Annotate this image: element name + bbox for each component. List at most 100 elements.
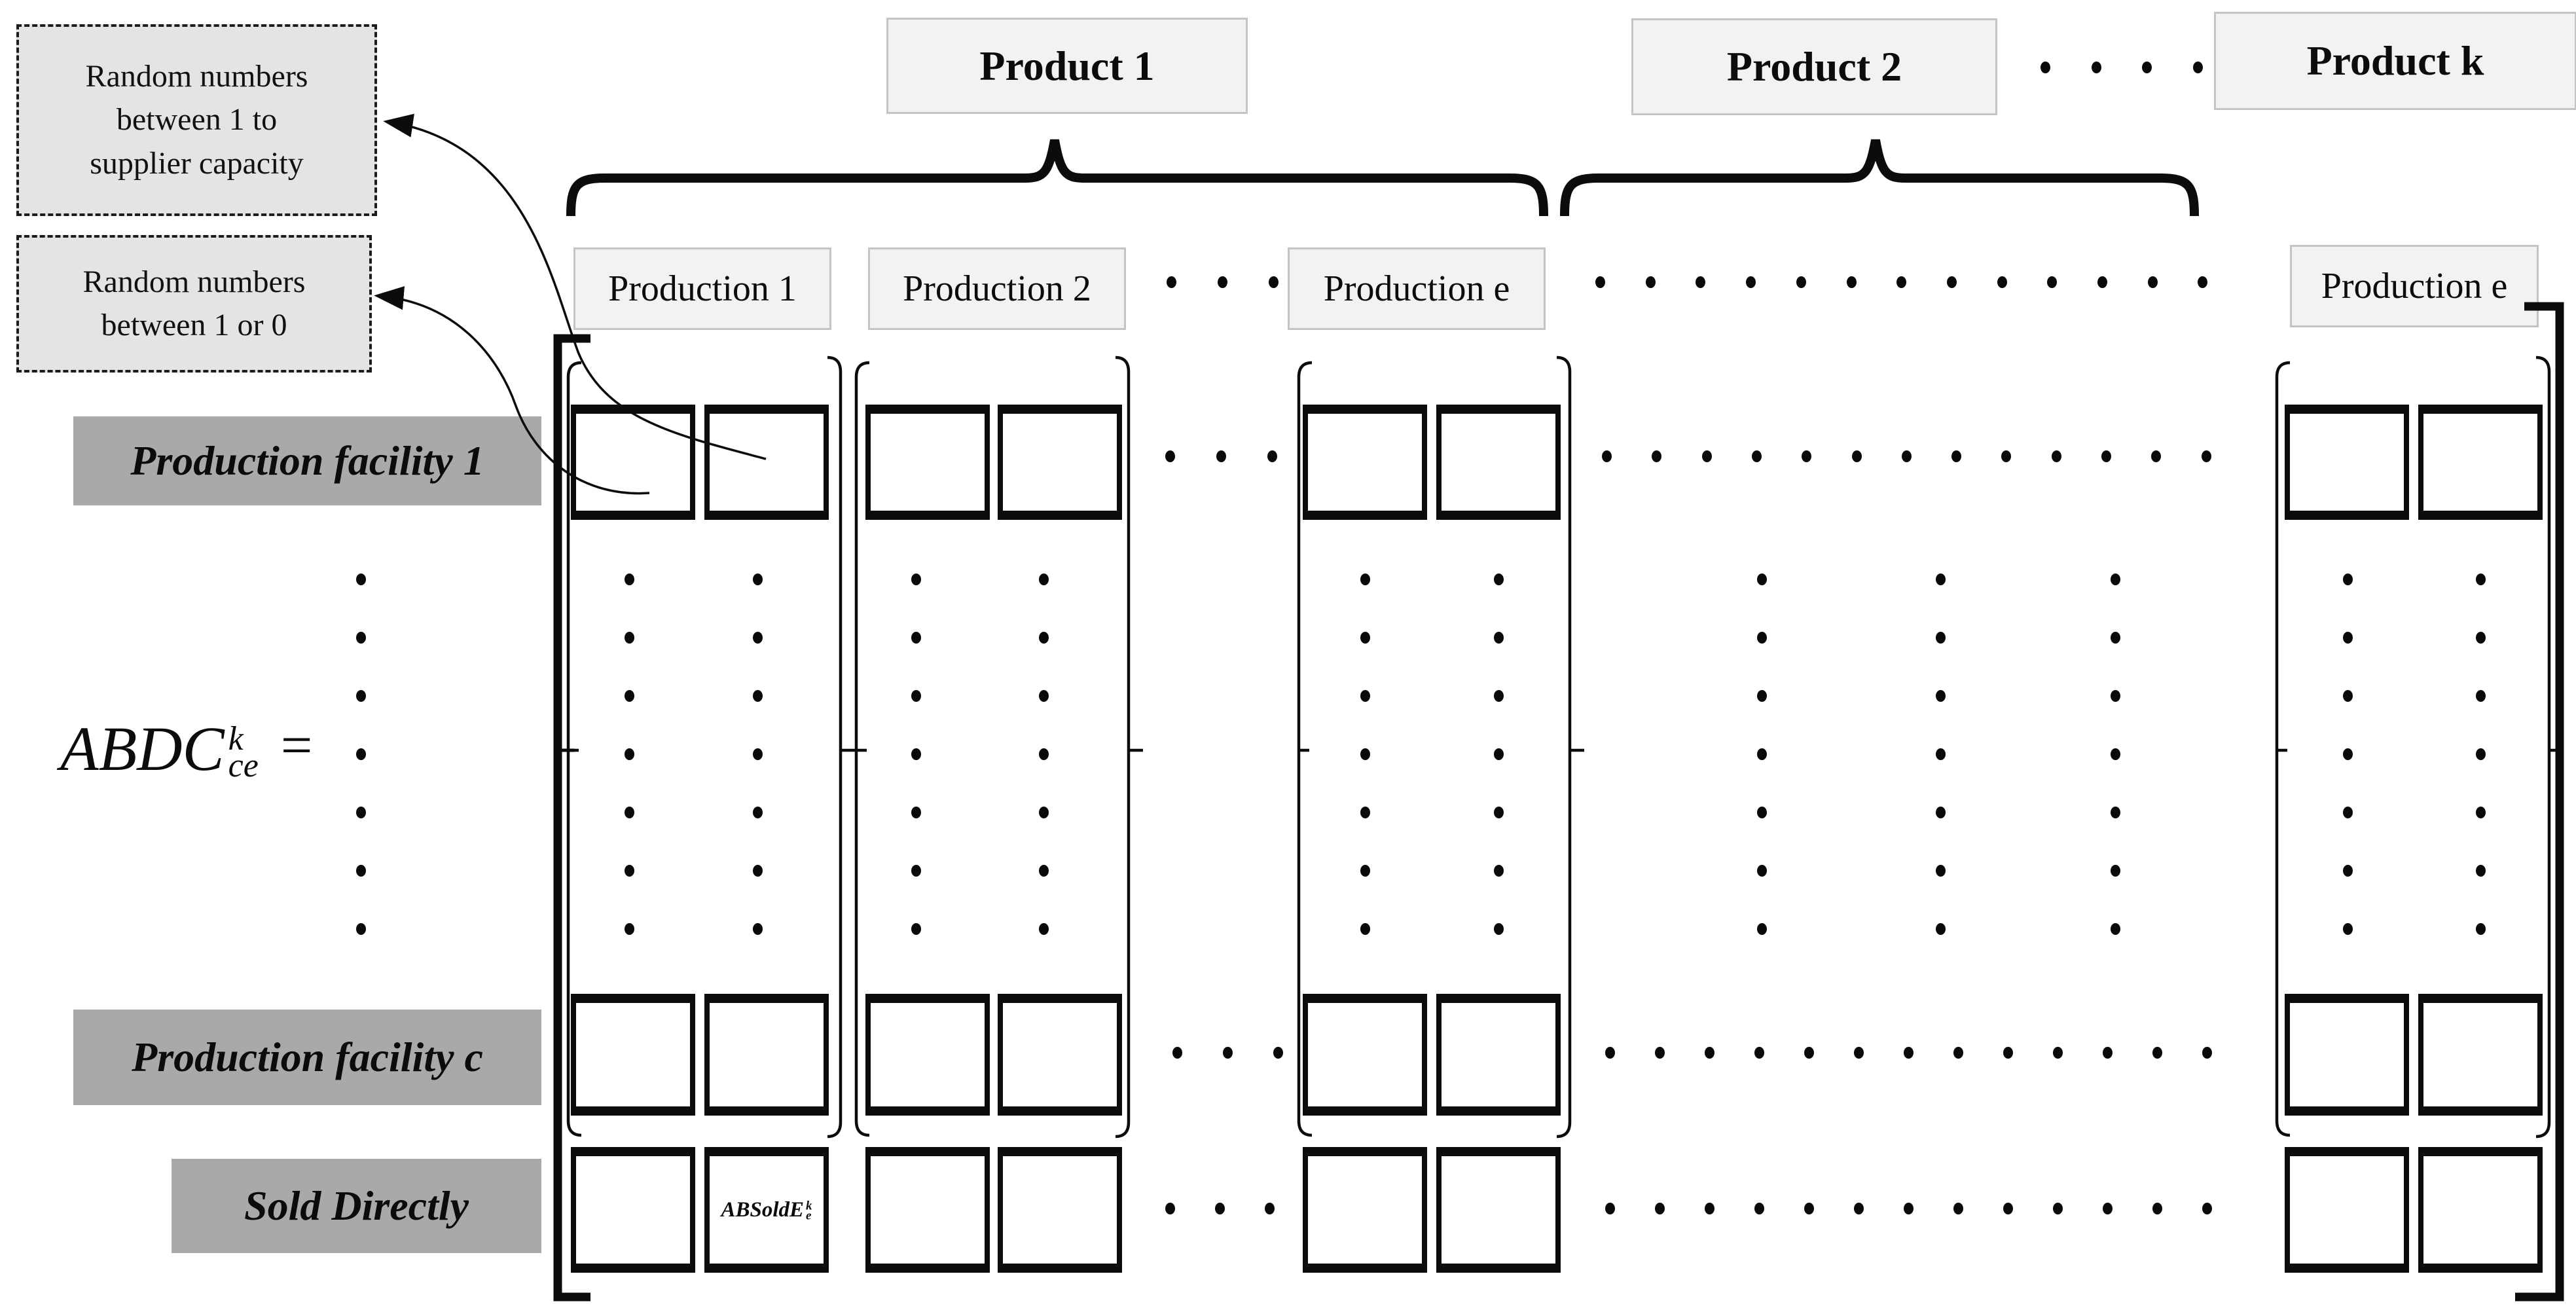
ellipsis-dot — [753, 748, 763, 760]
ellipsis-dot — [2111, 632, 2120, 644]
ellipsis-dot — [2343, 923, 2353, 935]
matrix-cell — [571, 405, 695, 520]
ellipsis-dot — [1655, 1047, 1665, 1059]
ellipsis-dot — [1946, 276, 1957, 288]
ellipsis-dot — [911, 923, 921, 935]
ellipsis-dot — [1360, 923, 1370, 935]
ellipsis-dot — [1851, 450, 1862, 462]
ellipsis-dot — [2343, 574, 2353, 585]
ellipsis-dot — [1494, 748, 1504, 760]
ellipsis-dot — [1757, 632, 1767, 644]
ellipsis-dot — [1039, 865, 1049, 877]
note-line: supplier capacity — [90, 145, 304, 181]
note-line: between 1 or 0 — [101, 308, 287, 342]
matrix-cell — [998, 405, 1122, 520]
matrix-cell — [998, 1147, 1122, 1273]
ellipsis-dot — [2476, 807, 2486, 818]
ellipsis-dot — [2476, 690, 2486, 702]
row-label-text: Sold Directly — [244, 1182, 469, 1229]
matrix-cell — [998, 994, 1122, 1116]
ellipsis-dot — [911, 865, 921, 877]
ellipsis-dot — [1757, 690, 1767, 702]
ellipsis-dot — [2343, 632, 2353, 644]
row-label-text: Production facility 1 — [130, 437, 484, 484]
ellipsis-dot — [1896, 276, 1907, 288]
ellipsis-dot — [625, 748, 634, 760]
ellipsis-dot — [1360, 865, 1370, 877]
ellipsis-dot — [1754, 1203, 1764, 1214]
ellipsis-dot — [1936, 690, 1946, 702]
matrix-cell — [1303, 1147, 1427, 1273]
header-production-e-label: Production e — [1323, 268, 1510, 309]
ellipsis-dot — [753, 574, 763, 585]
header-product-k-label: Product k — [2306, 37, 2484, 84]
ellipsis-dot — [2476, 574, 2486, 585]
ellipsis-dot — [1039, 574, 1049, 585]
matrix-cell — [704, 405, 829, 520]
ellipsis-dot — [2097, 276, 2107, 288]
ellipsis-dot — [1796, 276, 1806, 288]
ellipsis-dot — [2047, 276, 2058, 288]
note-line: between 1 to — [116, 102, 278, 137]
ellipsis-dot — [2051, 450, 2061, 462]
ellipsis-dot — [1494, 865, 1504, 877]
absold-subscript: e — [806, 1209, 812, 1223]
ellipsis-dot — [1167, 276, 1176, 288]
note-line: Random numbers — [85, 59, 308, 94]
ellipsis-dot — [2152, 1203, 2162, 1214]
matrix-cell — [1303, 994, 1427, 1116]
ellipsis-dot — [356, 632, 366, 644]
ellipsis-dot — [2003, 1203, 2013, 1214]
ellipsis-dot — [911, 690, 921, 702]
row-label-sold-directly: Sold Directly — [172, 1159, 541, 1253]
ellipsis-dot — [1652, 450, 1662, 462]
ellipsis-dot — [625, 632, 634, 644]
ellipsis-dot — [1360, 690, 1370, 702]
ellipsis-dot — [1936, 865, 1946, 877]
ellipsis-dot — [1757, 865, 1767, 877]
ellipsis-dot — [2111, 690, 2120, 702]
ellipsis-dot — [1595, 276, 1605, 288]
ellipsis-dot — [2476, 632, 2486, 644]
ellipsis-dot — [2152, 1047, 2162, 1059]
header-production-1: Production 1 — [573, 247, 831, 330]
formula-superscript: k — [228, 720, 244, 757]
ellipsis-dot — [1936, 807, 1946, 818]
header-product-1-label: Product 1 — [979, 42, 1155, 89]
matrix-cell — [704, 1147, 829, 1273]
ellipsis-dot — [2103, 1047, 2113, 1059]
matrix-cell — [2285, 1147, 2409, 1273]
ellipsis-dot — [2147, 276, 2158, 288]
header-production-2-label: Production 2 — [903, 268, 1091, 309]
ellipsis-dot — [2202, 1047, 2212, 1059]
ellipsis-dot — [1494, 632, 1504, 644]
absold-superscript: k — [806, 1199, 812, 1213]
ellipsis-dot — [753, 865, 763, 877]
ellipsis-dot — [1754, 1047, 1764, 1059]
formula-base: ABDC — [60, 714, 225, 784]
ellipsis-dot — [1904, 1203, 1914, 1214]
ellipsis-dot — [1802, 450, 1812, 462]
ellipsis-dot — [356, 690, 366, 702]
ellipsis-dot — [1602, 450, 1612, 462]
ellipsis-dot — [1936, 748, 1946, 760]
ellipsis-dot — [2111, 574, 2120, 585]
ellipsis-dot — [1265, 1203, 1275, 1214]
ellipsis-dot — [2476, 748, 2486, 760]
ellipsis-dot — [1039, 807, 1049, 818]
ellipsis-dot — [1757, 574, 1767, 585]
matrix-cell — [865, 1147, 990, 1273]
ellipsis-dot — [2111, 865, 2120, 877]
row-label-production-facility-1: Production facility 1 — [73, 416, 541, 505]
group-bracket-right — [827, 355, 843, 1139]
ellipsis-dot — [1953, 1047, 1963, 1059]
ellipsis-dot — [1039, 632, 1049, 644]
ellipsis-dot — [1804, 1203, 1814, 1214]
header-production-e-productk-label: Production e — [2321, 266, 2508, 306]
ellipsis-dot — [2343, 807, 2353, 818]
ellipsis-dot — [1936, 632, 1946, 644]
matrix-cell — [571, 994, 695, 1116]
ellipsis-dot — [1904, 1047, 1914, 1059]
